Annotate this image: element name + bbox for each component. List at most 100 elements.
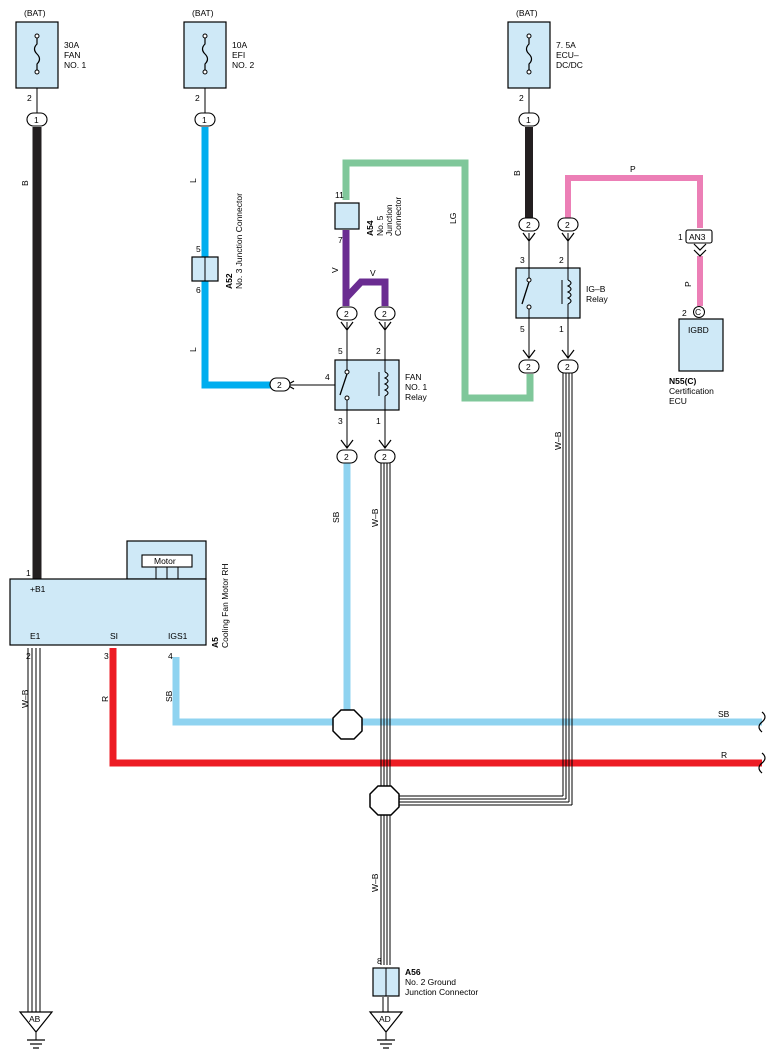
svg-text:1: 1 <box>526 115 531 125</box>
svg-text:2: 2 <box>26 651 31 661</box>
wire-r <box>109 648 762 767</box>
svg-text:Connector: Connector <box>393 197 403 236</box>
svg-text:SI: SI <box>110 631 118 641</box>
igb-relay: 2 2 3 2 IG–B Relay 5 1 2 2 <box>515 217 608 374</box>
splice-joint-sb <box>332 709 363 740</box>
svg-text:No. 3 Junction Connector: No. 3 Junction Connector <box>234 193 244 289</box>
svg-text:L: L <box>188 347 198 352</box>
svg-text:LG: LG <box>448 213 458 224</box>
svg-text:1: 1 <box>34 115 39 125</box>
svg-text:IG–B: IG–B <box>586 284 606 294</box>
a56-ground-junction: 8 A56 No. 2 Ground Junction Connector <box>372 956 478 997</box>
svg-text:E1: E1 <box>30 631 41 641</box>
svg-text:2: 2 <box>195 93 200 103</box>
svg-text:Relay: Relay <box>586 294 608 304</box>
svg-text:5: 5 <box>338 346 343 356</box>
fuse-fan-no1: (BAT) 30A FAN NO. 1 2 <box>15 8 86 113</box>
svg-text:B: B <box>512 170 522 176</box>
svg-text:NO. 1: NO. 1 <box>405 382 427 392</box>
svg-text:P: P <box>630 164 636 174</box>
wire-l-efi-2 <box>201 280 276 389</box>
svg-text:Junction Connector: Junction Connector <box>405 987 478 997</box>
svg-text:5: 5 <box>196 244 201 254</box>
svg-text:IGS1: IGS1 <box>168 631 188 641</box>
ground-ad: AD <box>368 1011 404 1049</box>
fuse-source: (BAT) <box>24 8 46 18</box>
svg-text:+B1: +B1 <box>30 584 46 594</box>
svg-text:N55(C): N55(C) <box>669 376 697 386</box>
connector-oval <box>518 112 540 127</box>
svg-text:AB: AB <box>29 1014 41 1024</box>
svg-text:FAN: FAN <box>405 372 422 382</box>
svg-text:2: 2 <box>277 380 282 390</box>
svg-text:Certification: Certification <box>669 386 714 396</box>
svg-text:8: 8 <box>377 956 382 966</box>
ground-ab-icon <box>18 1011 54 1033</box>
svg-text:W–B: W–B <box>20 689 30 708</box>
wire-break-sb <box>758 711 766 733</box>
connector-oval <box>26 112 48 127</box>
svg-text:4: 4 <box>325 372 330 382</box>
svg-text:30A: 30A <box>64 40 79 50</box>
svg-text:DC/DC: DC/DC <box>556 60 583 70</box>
wire-lg <box>342 159 534 402</box>
svg-text:A52: A52 <box>224 273 234 289</box>
svg-text:2: 2 <box>682 308 687 318</box>
svg-text:3: 3 <box>104 651 109 661</box>
svg-text:2: 2 <box>382 452 387 462</box>
ground-ab: AB <box>18 1011 54 1049</box>
wires <box>27 127 766 1012</box>
svg-text:(BAT): (BAT) <box>516 8 538 18</box>
fuse-ecu-dcdc: (BAT) 7. 5A ECU– DC/DC 2 <box>507 8 583 113</box>
svg-text:2: 2 <box>519 93 524 103</box>
wire-v2 <box>343 278 389 306</box>
svg-text:2: 2 <box>565 362 570 372</box>
svg-text:ECU: ECU <box>669 396 687 406</box>
svg-text:B: B <box>20 180 30 186</box>
svg-text:Cooling Fan Motor RH: Cooling Fan Motor RH <box>220 563 230 648</box>
svg-text:ECU–: ECU– <box>556 50 579 60</box>
svg-text:2: 2 <box>565 220 570 230</box>
a54-junction-connector: 11 7 A54 No. 5 Junction Connector <box>334 190 403 245</box>
fuse-icon <box>201 36 209 72</box>
coil-icon <box>383 371 389 397</box>
svg-text:Relay: Relay <box>405 392 427 402</box>
svg-text:L: L <box>188 178 198 183</box>
coil-icon <box>566 279 572 305</box>
splice-joints <box>332 709 400 816</box>
svg-text:SB: SB <box>718 709 730 719</box>
n55-certification-ecu: AN3 1 2 C IGBD N55(C) Certification ECU <box>669 229 724 406</box>
svg-text:A56: A56 <box>405 967 421 977</box>
svg-text:NO. 2: NO. 2 <box>232 60 254 70</box>
svg-text:2: 2 <box>382 309 387 319</box>
connector-oval <box>194 112 216 127</box>
fuse-efi-no2: (BAT) 10A EFI NO. 2 2 <box>183 8 254 113</box>
svg-text:V: V <box>370 268 376 278</box>
svg-text:10A: 10A <box>232 40 247 50</box>
svg-text:FAN: FAN <box>64 50 81 60</box>
svg-text:EFI: EFI <box>232 50 245 60</box>
svg-text:4: 4 <box>168 651 173 661</box>
svg-text:11: 11 <box>335 190 344 200</box>
wire-p <box>565 175 703 228</box>
svg-text:AD: AD <box>379 1014 391 1024</box>
svg-text:2: 2 <box>526 220 531 230</box>
svg-text:2: 2 <box>344 452 349 462</box>
svg-text:No. 2 Ground: No. 2 Ground <box>405 977 456 987</box>
fan-no1-relay: 2 2 5 2 4 2 FAN NO. 1 Relay 3 <box>269 306 427 464</box>
svg-text:SB: SB <box>164 690 174 702</box>
svg-text:1: 1 <box>678 232 683 242</box>
svg-text:(BAT): (BAT) <box>192 8 214 18</box>
svg-text:6: 6 <box>196 285 201 295</box>
svg-text:1: 1 <box>26 568 31 578</box>
svg-text:C: C <box>695 307 701 317</box>
svg-text:1: 1 <box>559 324 564 334</box>
wire-labels: B L L LG B P P V V SB W–B W–B W–B R SB W… <box>20 164 730 892</box>
svg-text:1: 1 <box>202 115 207 125</box>
svg-text:A5: A5 <box>210 637 220 648</box>
svg-text:AN3: AN3 <box>689 232 706 242</box>
svg-text:W–B: W–B <box>553 431 563 450</box>
svg-text:IGBD: IGBD <box>688 325 709 335</box>
svg-text:Motor: Motor <box>154 556 176 566</box>
